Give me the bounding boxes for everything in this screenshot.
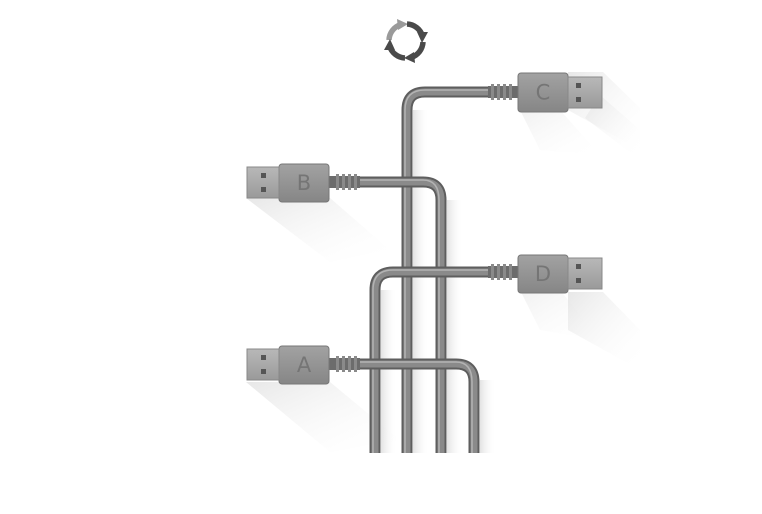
usb-plug-d: D xyxy=(488,255,602,293)
plug-label-b: B xyxy=(297,171,311,195)
plug-label-a: A xyxy=(297,353,312,377)
usb-plug-a: A xyxy=(247,346,360,384)
plug-label-d: D xyxy=(535,262,551,286)
plug-label-c: C xyxy=(536,81,551,105)
usb-plug-c: C xyxy=(488,73,602,112)
usb-plug-b: B xyxy=(247,164,360,202)
